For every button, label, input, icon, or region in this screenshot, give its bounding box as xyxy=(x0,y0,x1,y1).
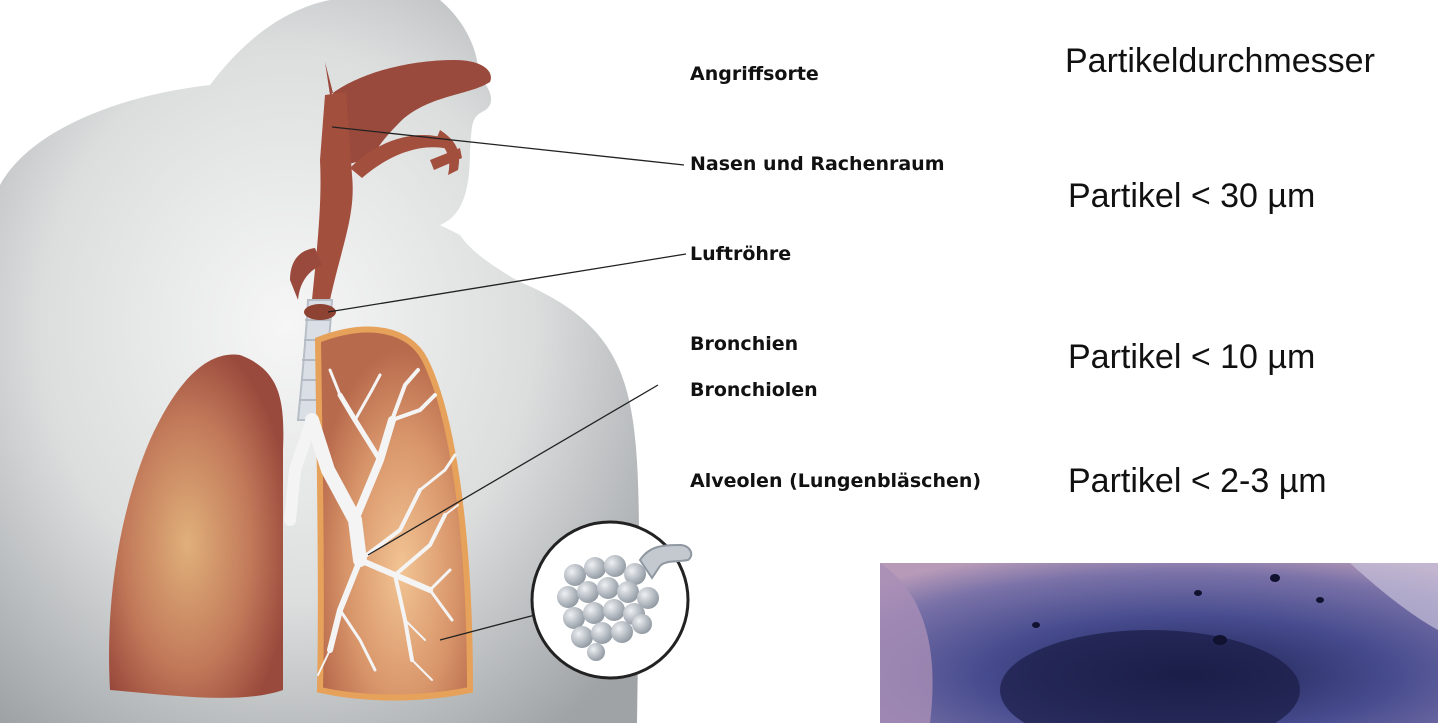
label-bronchi: Bronchien xyxy=(690,333,798,355)
alveoli-micrograph xyxy=(880,563,1438,723)
particle-size-alveoli: Partikel < 2-3 µm xyxy=(1068,462,1327,501)
label-bronchioles: Bronchiolen xyxy=(690,379,818,401)
particle-size-bronchi: Partikel < 10 µm xyxy=(1068,338,1315,377)
label-nasal-pharynx: Nasen und Rachenraum xyxy=(690,153,945,175)
label-trachea: Luftröhre xyxy=(690,243,791,265)
alveoli-magnifier xyxy=(532,522,691,678)
particle-size-header: Partikeldurchmesser xyxy=(1065,42,1375,81)
particle-size-nasal: Partikel < 30 µm xyxy=(1068,177,1315,216)
sites-header: Angriffsorte xyxy=(690,63,819,85)
label-alveoli: Alveolen (Lungenbläschen) xyxy=(690,470,981,492)
